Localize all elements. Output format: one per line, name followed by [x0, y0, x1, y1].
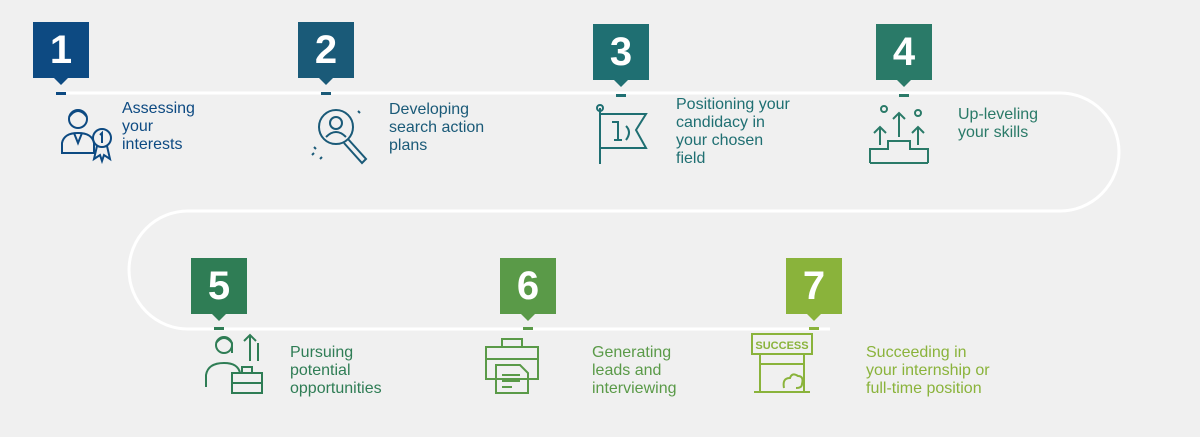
person-award-icon	[61, 109, 112, 165]
step-4-label: Up-leveling your skills	[958, 106, 1039, 141]
flag-icon	[596, 104, 648, 164]
step-6-badge: 6	[500, 258, 556, 321]
step-3-marker	[616, 94, 626, 97]
step-6-label: Generating leads and interviewing	[592, 344, 677, 397]
step-1-label: Assessing your interests	[122, 100, 195, 153]
step-2-badge: 2	[298, 22, 354, 85]
success-sign-icon: SUCCESS	[751, 333, 813, 393]
step-2-marker	[321, 92, 331, 95]
step-7-label: Succeeding in your internship or full-ti…	[866, 344, 990, 397]
step-5-badge: 5	[191, 258, 247, 321]
step-4-marker	[899, 94, 909, 97]
step-5-marker	[214, 327, 224, 330]
step-6-marker	[523, 327, 533, 330]
success-sign-text: SUCCESS	[755, 340, 808, 352]
step-4-badge: 4	[876, 24, 932, 87]
step-7-badge: 7	[786, 258, 842, 321]
briefcase-document-icon	[485, 338, 539, 394]
arrows-podium-icon	[869, 105, 929, 164]
person-briefcase-icon	[205, 333, 263, 394]
step-3-label: Positioning your candidacy in your chose…	[676, 96, 790, 167]
step-2-label: Developing search action plans	[389, 101, 485, 154]
magnifier-person-icon	[311, 109, 368, 165]
step-7-marker	[809, 327, 819, 330]
step-1-badge: 1	[33, 22, 89, 85]
step-1-marker	[56, 92, 66, 95]
step-3-badge: 3	[593, 24, 649, 87]
step-5-label: Pursuing potential opportunities	[290, 344, 382, 397]
